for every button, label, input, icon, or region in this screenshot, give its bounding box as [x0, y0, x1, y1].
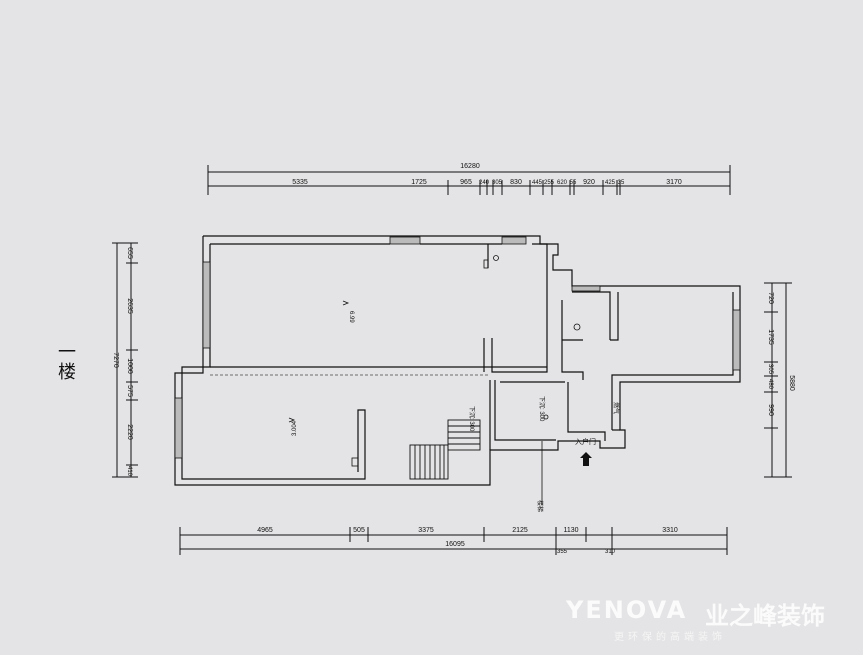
left-dim-4: 2220: [126, 424, 133, 440]
pipe-label: 楼梯: [536, 500, 544, 512]
sink-label-left: 下沉: 300: [468, 406, 476, 432]
entry-arrow-icon: [580, 452, 592, 466]
bottom-dim-1: 505: [353, 527, 365, 534]
walls: [174, 235, 741, 486]
right-dim-1: 1735: [767, 329, 774, 345]
right-dim-4: 990: [767, 404, 774, 416]
left-dim-0: 655: [126, 247, 133, 259]
fixture-circle-hall: [573, 323, 581, 331]
window-left-lower: [174, 397, 183, 459]
top-dim-13: 3170: [666, 179, 682, 186]
floor-label: 一楼: [55, 342, 76, 382]
window-top-living: [389, 236, 421, 245]
top-dim-11: 425: [605, 180, 616, 186]
top-dim-6: 445: [532, 180, 543, 186]
top-dim-4: 305: [492, 180, 503, 186]
left-dim-1: 2635: [126, 298, 133, 314]
right-total-label: 5880: [788, 375, 795, 391]
bottom-dim-3: 2125: [512, 527, 528, 534]
gas-label: 燃气: [612, 402, 620, 414]
bottom-dim-5: 3310: [662, 527, 678, 534]
fixture-circle-entry: [543, 414, 549, 420]
bottom-dim-4: 1130: [563, 527, 578, 534]
top-dim-2: 965: [460, 179, 472, 186]
left-dim-2: 1000: [126, 358, 133, 374]
bottom-extra-0: 355: [557, 549, 568, 555]
top-total-label: 16280: [460, 163, 480, 170]
window-left-living: [202, 261, 211, 349]
top-dim-12: 35: [618, 180, 625, 186]
top-dim-9: 55: [570, 180, 577, 186]
left-dim-3: 575: [126, 385, 133, 397]
top-dim-8: 620: [557, 180, 568, 186]
main-area-label: 6.99: [348, 311, 354, 323]
watermark-brand-en: YENOVA: [566, 596, 688, 624]
stairs: [409, 419, 481, 480]
window-right-bedroom: [732, 309, 741, 371]
left-total-label: 7270: [112, 352, 119, 368]
watermark-slogan: 更环保的高端装饰: [614, 632, 726, 643]
bottom-dim-2: 3375: [418, 527, 434, 534]
top-dim-0: 5335: [292, 179, 308, 186]
window-top-right: [571, 285, 601, 292]
window-top-kitchen: [501, 236, 527, 245]
right-dim-2: 305: [767, 364, 773, 375]
top-dim-1: 1725: [411, 179, 427, 186]
right-dim-0: 720: [767, 292, 774, 304]
bottom-total-label: 16095: [445, 541, 465, 548]
bottom-dim-0: 4965: [257, 527, 273, 534]
entry-door-label: 入户门: [575, 437, 596, 446]
right-dim-3: 480: [767, 379, 773, 390]
lower-area-label: 3.004: [292, 420, 298, 436]
top-dim-10: 920: [583, 179, 595, 186]
top-dim-3: 240: [479, 180, 490, 186]
fixture-circle-kitchen: [493, 255, 499, 261]
top-dim-7: 255: [544, 180, 555, 186]
watermark-brand-cn: 业之峰装饰: [705, 602, 825, 630]
left-dim-5: 410: [126, 466, 132, 477]
bottom-extra-1: 310: [605, 549, 616, 555]
sink-label-right: 下沉: 300: [538, 396, 546, 422]
top-dim-5: 830: [510, 179, 522, 186]
